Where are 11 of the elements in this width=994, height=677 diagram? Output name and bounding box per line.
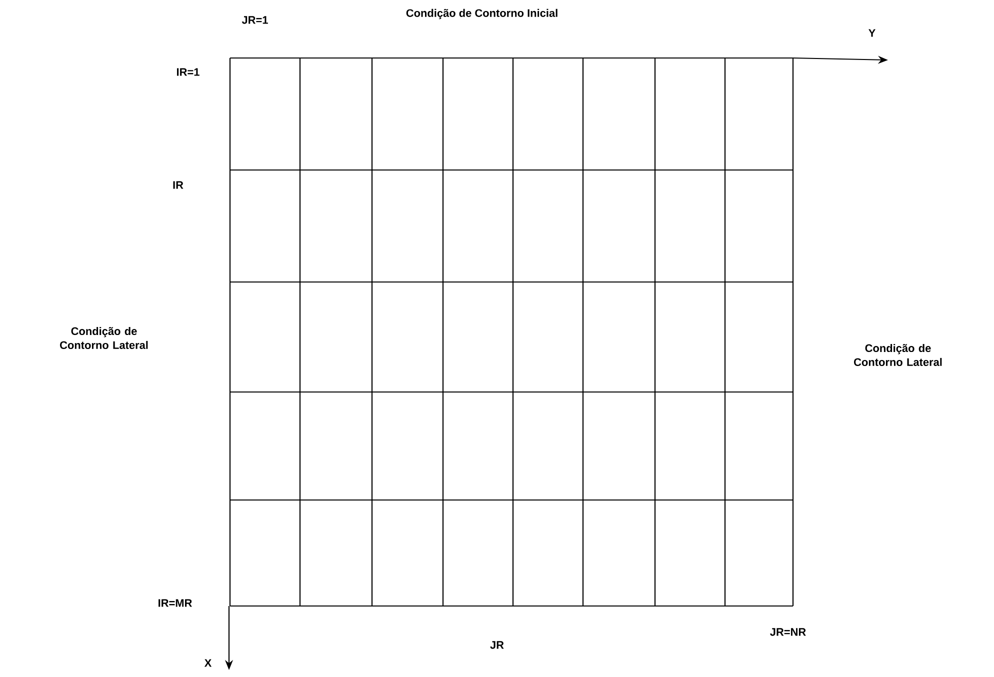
axis-label: JR: [490, 641, 504, 649]
axis-label: Y: [868, 29, 876, 37]
axis-label: JR=1: [242, 16, 268, 24]
axis-label: Condição de Contorno Lateral: [854, 344, 942, 366]
axis-label: IR=MR: [158, 599, 192, 607]
axis-label: IR: [173, 181, 184, 189]
axis-label: IR=1: [177, 68, 200, 76]
axis-label: JR=NR: [770, 628, 806, 636]
axis-label: X: [204, 659, 212, 667]
axis-label: Condição de Contorno Inicial: [406, 8, 558, 20]
axis-label: Condição de Contorno Lateral: [60, 327, 148, 349]
